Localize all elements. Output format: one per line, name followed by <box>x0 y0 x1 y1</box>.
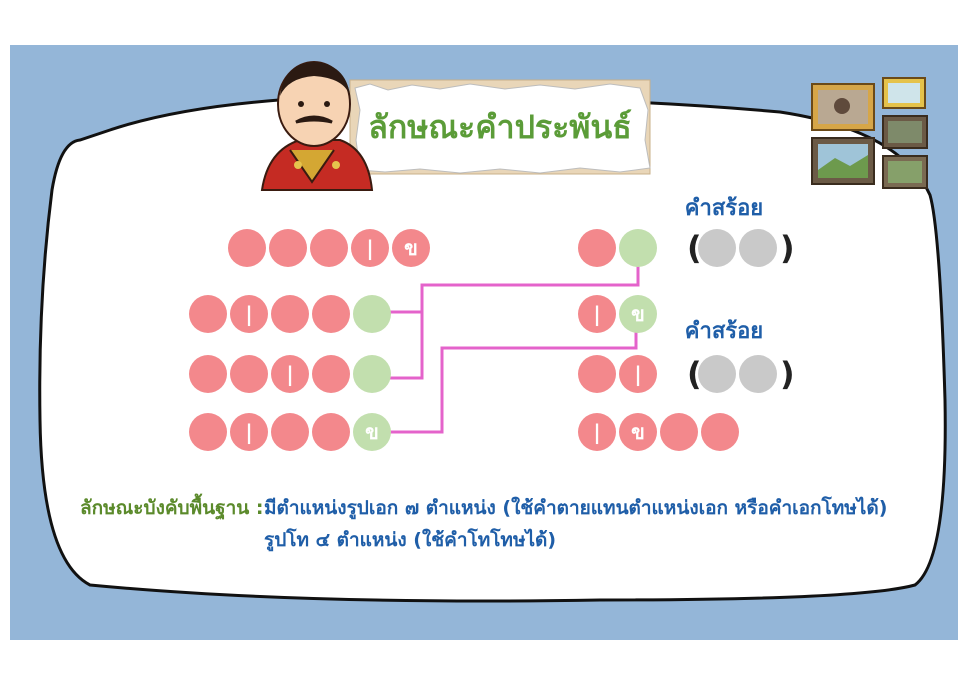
syllable-1-3 <box>312 295 350 333</box>
syllable-2-1 <box>230 355 268 393</box>
syllable-0-2 <box>310 229 348 267</box>
syllable-0-4: ข <box>392 229 430 267</box>
syllable-0-1 <box>269 229 307 267</box>
syllable-1-1: | <box>230 295 268 333</box>
syllable-0-tail-0 <box>578 229 616 267</box>
mai-ek-mark: | <box>245 302 252 326</box>
syllable-3-3 <box>312 413 350 451</box>
syllable-3-0 <box>189 413 227 451</box>
syllable-2-2: | <box>271 355 309 393</box>
syllable-1-0 <box>189 295 227 333</box>
syllable-1-2 <box>271 295 309 333</box>
syllable-3-1: | <box>230 413 268 451</box>
syllable-2-tail-0 <box>578 355 616 393</box>
mai-ek-mark: | <box>593 420 600 444</box>
paren-open: ( <box>687 229 702 267</box>
syllable-2-opt-1 <box>739 355 777 393</box>
mai-ek-mark: | <box>286 362 293 386</box>
syllable-0-opt-0 <box>698 229 736 267</box>
syllable-3-2 <box>271 413 309 451</box>
syllable-2-0 <box>189 355 227 393</box>
syllable-2-tail-1: | <box>619 355 657 393</box>
optional-parentheses: () () <box>687 229 795 393</box>
paren-close: ) <box>780 229 795 267</box>
caption-label: ลักษณะบังคับพื้นฐาน : <box>80 497 264 519</box>
paren-open: ( <box>687 355 702 393</box>
syllable-0-3: | <box>351 229 389 267</box>
link-line-2 <box>390 266 640 380</box>
picture-frames-illustration <box>811 77 928 189</box>
syllable-1-4 <box>353 295 391 333</box>
mai-tho-mark: ข <box>365 420 379 444</box>
mai-ek-mark: | <box>593 302 600 326</box>
mai-tho-mark: ข <box>631 302 645 326</box>
syllable-2-opt-0 <box>698 355 736 393</box>
caption-line-1: มีตำแหน่งรูปเอก ๗ ตำแหน่ง (ใช้คำตายแทนตำ… <box>264 497 888 519</box>
mai-tho-mark: ข <box>631 420 645 444</box>
annotation-2: คำสร้อย <box>685 319 763 344</box>
annotation-1: คำสร้อย <box>685 196 763 221</box>
syllable-3-tail-1: ข <box>619 413 657 451</box>
link-line-3 <box>390 330 638 434</box>
page-title: ลักษณะคำประพันธ์ <box>368 108 632 146</box>
syllable-2-3 <box>312 355 350 393</box>
mai-ek-mark: | <box>245 420 252 444</box>
title-banner: ลักษณะคำประพันธ์ <box>349 79 651 175</box>
king-portrait-illustration <box>260 61 374 191</box>
caption-line-2: รูปโท ๔ ตำแหน่ง (ใช้คำโทโทษได้) <box>264 529 557 551</box>
connector-lines <box>390 266 640 434</box>
mai-tho-mark: ข <box>404 236 418 260</box>
syllable-3-4: ข <box>353 413 391 451</box>
syllable-circles: | ข | | ข | | | ข | ข <box>189 229 777 451</box>
syllable-0-opt-1 <box>739 229 777 267</box>
syllable-0-tail-1 <box>619 229 657 267</box>
syllable-0-0 <box>228 229 266 267</box>
syllable-3-tail-0: | <box>578 413 616 451</box>
syllable-1-tail-1: ข <box>619 295 657 333</box>
syllable-3-tail-2 <box>660 413 698 451</box>
mai-ek-mark: | <box>634 362 641 386</box>
syllable-1-tail-0: | <box>578 295 616 333</box>
syllable-2-4 <box>353 355 391 393</box>
paren-close: ) <box>780 355 795 393</box>
syllable-3-tail-3 <box>701 413 739 451</box>
mai-ek-mark: | <box>366 236 373 260</box>
